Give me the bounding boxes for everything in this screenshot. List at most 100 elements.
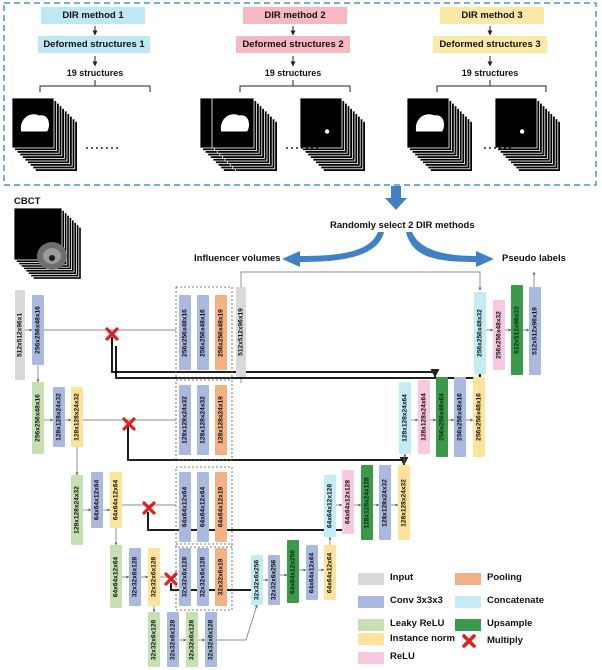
block-b3-label: 256x256x48x16 (34, 394, 42, 442)
block-d3d-label: 128x128x24x32 (381, 478, 389, 527)
legend-conv-swatch (358, 596, 384, 608)
block-d1a-label: 256x256x48x32 (476, 309, 484, 357)
block-f3b: 64x64x12x64 (197, 472, 209, 542)
block-b7: 64x64x12x64 (91, 472, 103, 528)
legend-multiply-label: Multiply (487, 635, 523, 646)
block-d1c-label: 512x512x96x32 (513, 306, 521, 354)
structures-1-label: 19 structures (66, 68, 124, 78)
block-f1a: 256x256x48x16 (179, 295, 191, 370)
block-b9: 64x64x12x64 (110, 545, 122, 608)
structure-image-stacks (11, 97, 561, 172)
deformed-structures-1-label: Deformed structures 1 (43, 39, 145, 50)
block-d2e-label: 256x256x48x16 (475, 393, 483, 441)
block-b5: 128x128x24x32 (71, 387, 83, 447)
block-d3a: 64x64x12x128 (324, 475, 336, 537)
block-b8: 64x64x12x64 (110, 472, 122, 528)
network-links (25, 271, 536, 642)
block-b10-label: 32x32x6x128 (131, 556, 139, 598)
multiply-marker-1 (105, 327, 119, 341)
block-u1: 32x32x6x256 (251, 555, 263, 605)
block-d2d: 256x256x48x16 (454, 377, 466, 457)
deformed-structures-2-label: Deformed structures 2 (242, 39, 344, 50)
pseudo-labels-label: Pseudo labels (502, 253, 566, 264)
block-f2c: 128x128x24x19 (215, 385, 227, 455)
block-f2c-label: 128x128x24x19 (217, 396, 225, 444)
deformed-structures-1-box: Deformed structures 1 (38, 36, 150, 53)
block-b2-label: 256x256x48x16 (34, 306, 42, 354)
left-curved-arrow (282, 232, 384, 267)
deformed-structures-3-label: Deformed structures 3 (439, 39, 541, 50)
block-b14-label: 32x32x6x128 (188, 619, 196, 660)
block-u2-label: 32x32x6x256 (270, 559, 278, 601)
right-curved-arrow (406, 232, 494, 267)
legend-leaky-label: Leaky ReLU (390, 618, 445, 629)
multiply-marker-2 (122, 417, 136, 431)
block-f1b-label: 256x256x48x16 (199, 308, 207, 357)
block-f4c: 32x32x6x19 (215, 548, 227, 606)
block-b11: 32x32x6x128 (148, 548, 160, 606)
stack-2-b (299, 97, 366, 172)
block-b4: 128x128x24x32 (53, 387, 65, 447)
random-select-label: Randomly select 2 DIR methods (330, 220, 475, 231)
block-f3a-label: 64x64x12x64 (181, 486, 189, 528)
block-b11-label: 32x32x6x128 (150, 556, 158, 598)
stack-3-b (494, 97, 561, 172)
block-f3b-label: 64x64x12x64 (199, 486, 207, 528)
legend-relu-swatch (358, 652, 384, 664)
block-d3b: 64x64x12x128 (342, 470, 354, 534)
dir-methods-frame (3, 2, 597, 186)
block-b8-label: 64x64x12x64 (112, 479, 120, 521)
block-d3d: 128x128x24x32 (379, 465, 391, 540)
influencer-volumes-label: Influencer volumes (194, 253, 281, 264)
block-d3a-label: 64x64x12x128 (326, 483, 334, 529)
block-b12: 32x32x6x128 (148, 612, 160, 667)
block-b14: 32x32x6x128 (186, 612, 198, 667)
block-f4a: 32x32x6x128 (179, 548, 191, 606)
block-b6-label: 128x128x24x32 (73, 486, 81, 534)
dir-method-1-box: DIR method 1 (41, 7, 145, 24)
multiply-marker-3 (142, 501, 156, 515)
block-b2: 256x256x48x16 (32, 295, 44, 365)
block-f1d: 512x512x96x19 (236, 287, 246, 377)
feature-frame-3 (175, 466, 233, 548)
stack-2-a (211, 97, 278, 172)
block-f2b: 128x128x24x32 (197, 385, 209, 455)
legend-pooling-swatch (455, 573, 481, 585)
block-f1c: 256x256x48x19 (215, 295, 227, 370)
block-f3c: 64x64x12x19 (215, 472, 227, 542)
cbct-stack (13, 207, 82, 280)
block-b5-label: 128x128x24x32 (73, 393, 81, 441)
block-b1-label: 512x512x96x1 (16, 312, 24, 358)
block-d1c: 512x512x96x32 (511, 285, 523, 375)
multiply-markers (105, 327, 178, 586)
block-b13: 32x32x6x128 (167, 612, 179, 667)
block-u3-label: 64x64x12x256 (289, 549, 297, 594)
block-b15-label: 32x32x6x128 (207, 619, 215, 660)
block-f4c-label: 32x32x6x19 (217, 558, 225, 596)
block-f4b-label: 32x32x6x128 (199, 556, 207, 598)
legend-input-swatch (358, 573, 384, 585)
multiply-marker-4 (164, 572, 178, 586)
block-d3b-label: 64x64x12x128 (344, 479, 352, 525)
structures-3-label: 19 structures (461, 68, 519, 78)
feature-frame-1 (175, 286, 233, 379)
legend-concat-swatch (455, 596, 481, 608)
block-f3c-label: 64x64x12x19 (217, 486, 225, 528)
block-d1a: 256x256x48x32 (474, 292, 486, 374)
block-d1b: 256x256x48x32 (493, 300, 505, 370)
block-d1b-label: 256x256x48x32 (495, 311, 503, 359)
structures-2-label: 19 structures (264, 68, 322, 78)
dir-method-2-box: DIR method 2 (243, 7, 347, 24)
block-f4b: 32x32x6x128 (197, 548, 209, 606)
block-f1d-label: 512x512x96x19 (237, 308, 245, 356)
block-b12-label: 32x32x6x128 (150, 619, 158, 660)
block-u2: 32x32x6x256 (268, 555, 280, 605)
big-arrows (282, 186, 494, 267)
block-u4: 64x64x12x64 (306, 545, 318, 600)
block-b1: 512x512x96x1 (15, 290, 25, 380)
block-f2a-label: 128x128x24x32 (181, 396, 189, 444)
block-d1d-label: 512x512x96x19 (531, 307, 539, 355)
block-u4-label: 64x64x12x64 (308, 552, 316, 593)
block-d2d-label: 256x256x48x16 (456, 393, 464, 441)
